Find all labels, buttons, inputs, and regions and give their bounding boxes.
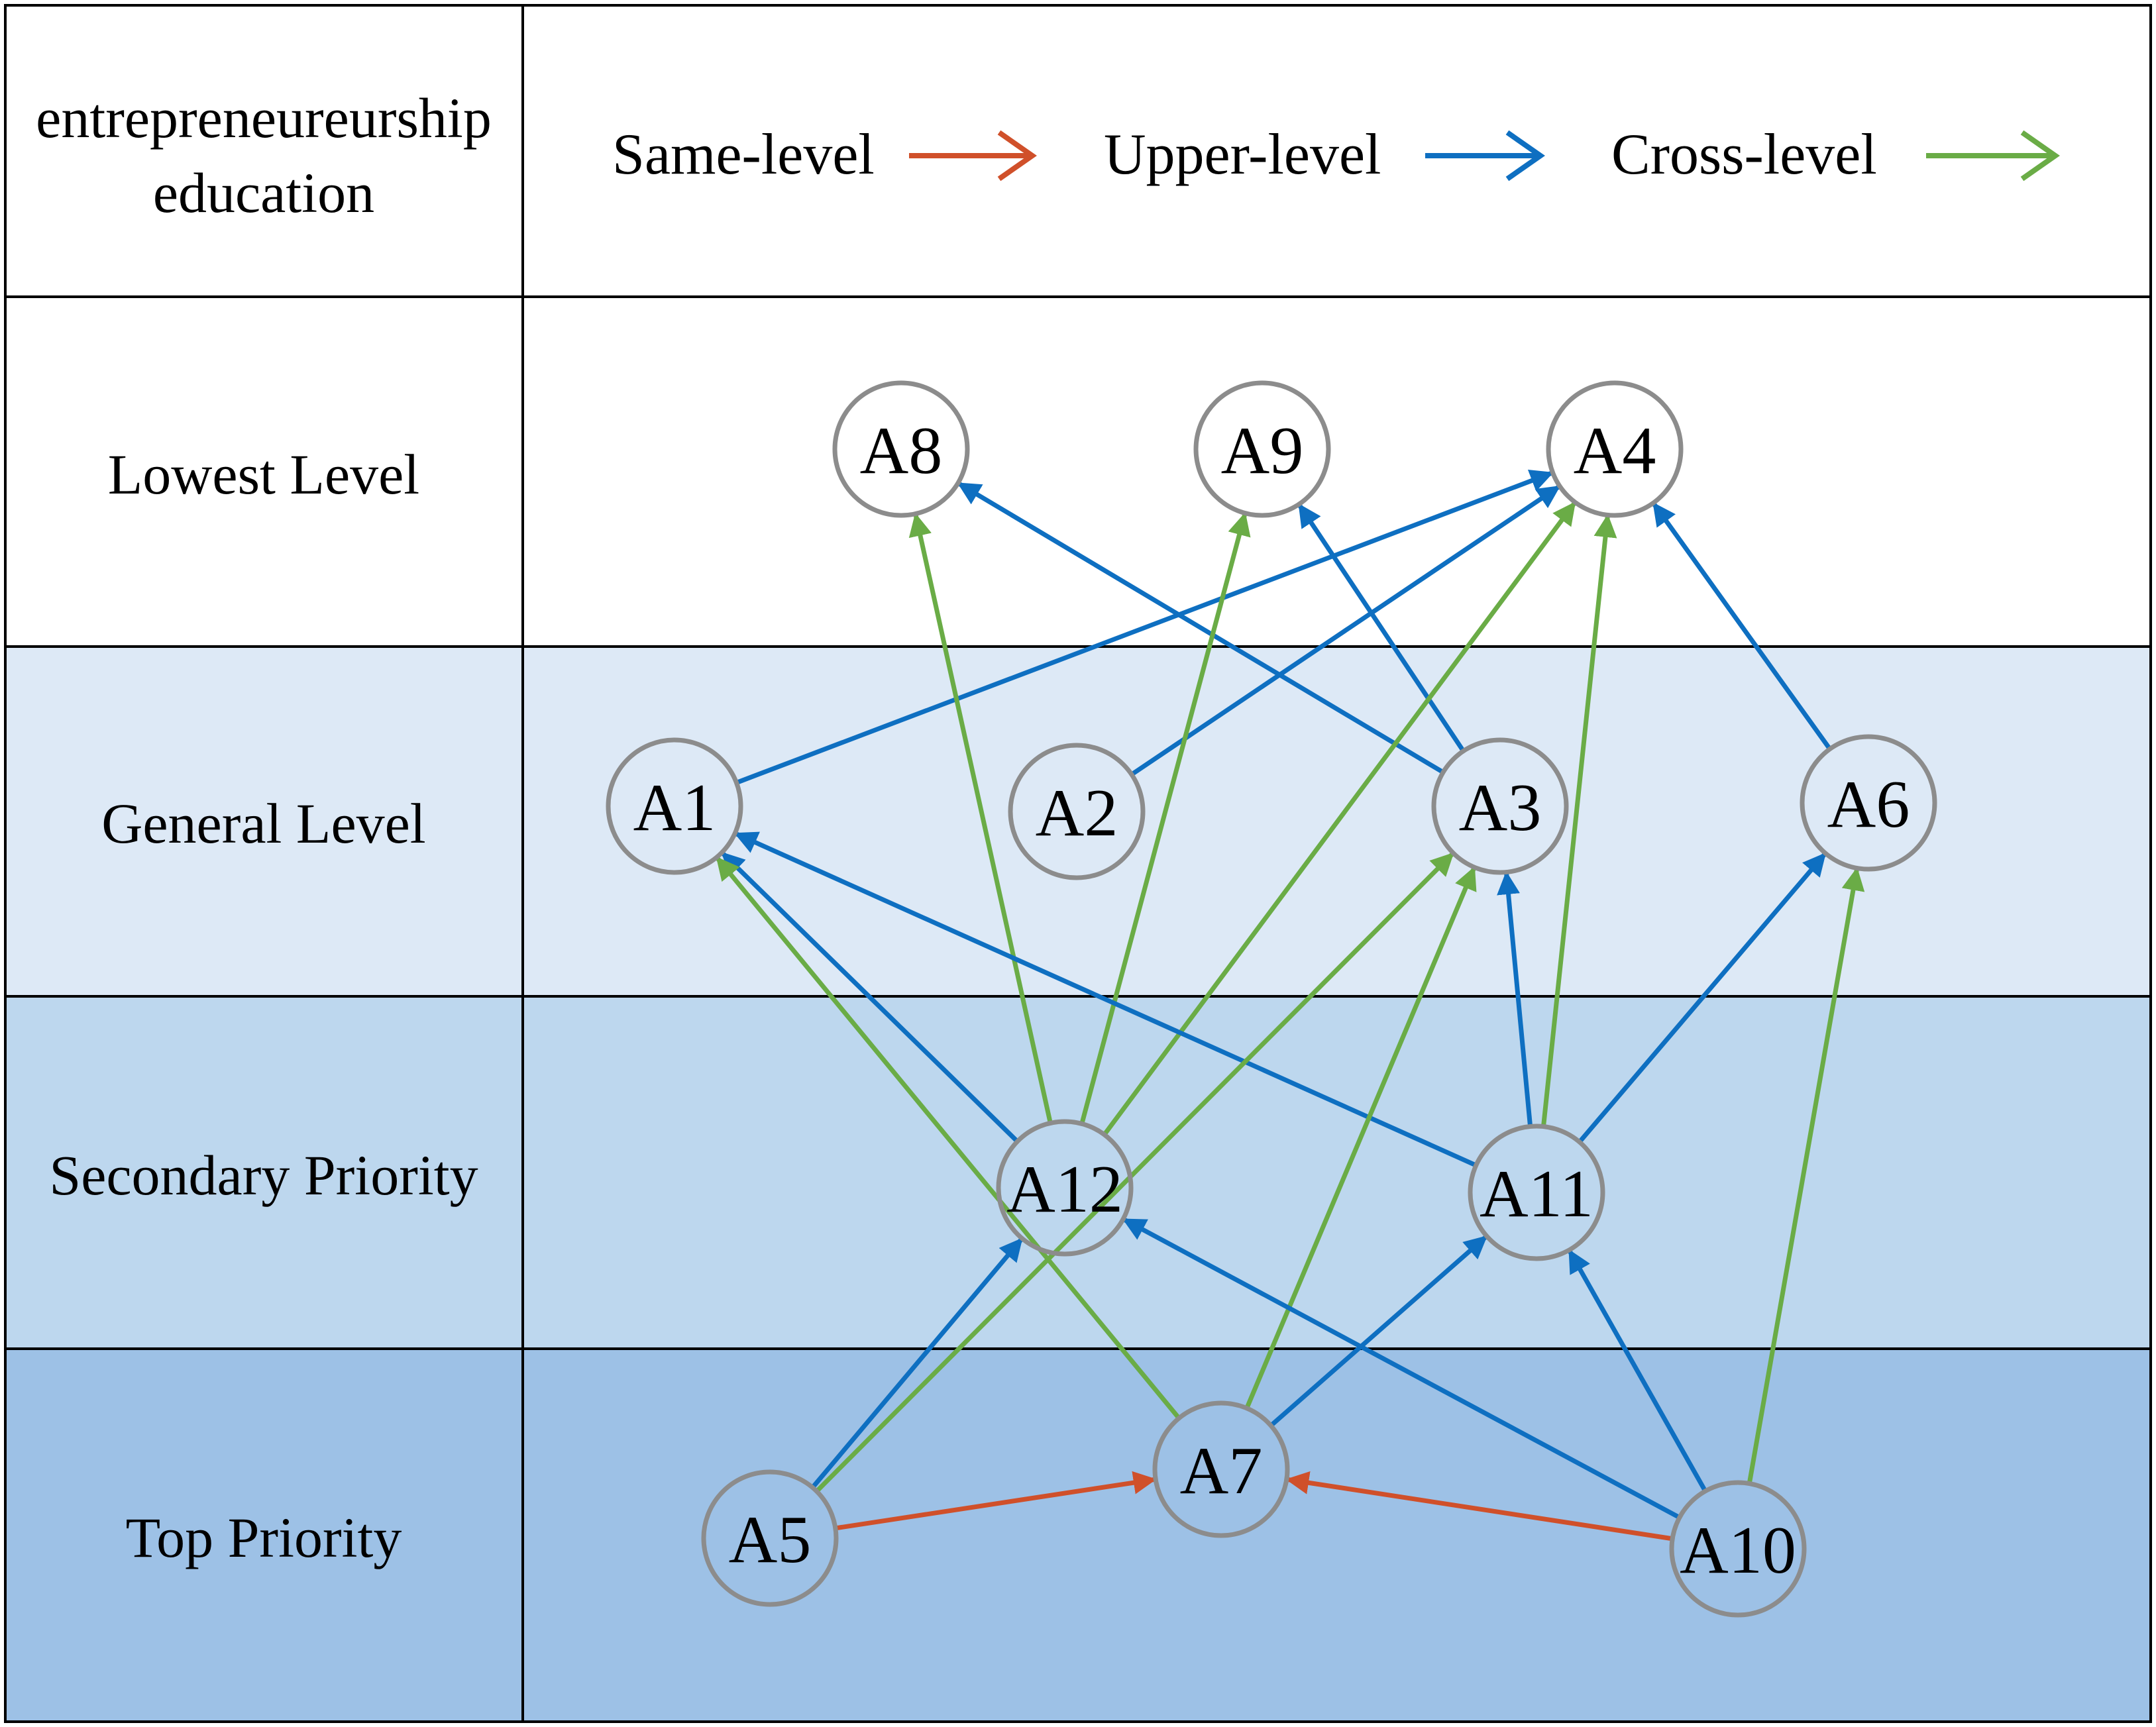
edge-a12-to-a4: [1103, 501, 1576, 1135]
node-a6: A6: [1800, 734, 1937, 872]
level-label-general: General Level: [101, 792, 425, 855]
edge-a11-to-a4: [1541, 513, 1617, 1125]
header-title-line1: entrepreneureurship: [36, 86, 492, 150]
node-circle: [1800, 734, 1937, 872]
header-title-line2: education: [153, 161, 374, 225]
node-a4: A4: [1546, 380, 1684, 518]
node-circle: [832, 380, 970, 518]
node-label: A2: [1036, 776, 1118, 851]
edge-a7-to-a11: [1270, 1235, 1488, 1427]
legend-arrowhead-upper: [1505, 130, 1545, 182]
node-label: A5: [729, 1502, 812, 1577]
node-a3: A3: [1431, 737, 1569, 875]
edge-a2-to-a4: [1131, 485, 1561, 776]
node-circle: [1546, 380, 1684, 518]
node-circle: [1669, 1480, 1807, 1618]
edge-a12-to-a8: [908, 513, 1053, 1123]
edge-a12-to-a9: [1079, 512, 1251, 1124]
legend-label-same: Same-level: [612, 123, 875, 187]
node-a10: A10: [1669, 1480, 1807, 1618]
edge-a5-to-a7: [836, 1471, 1157, 1531]
node-a2: A2: [1008, 743, 1146, 880]
node-circle: [1431, 737, 1569, 875]
level-label-top: Top Priority: [126, 1506, 402, 1569]
edge-a5-to-a12: [812, 1237, 1023, 1489]
node-label: A8: [860, 413, 943, 488]
edge-a6-to-a4: [1652, 502, 1831, 750]
edge-a5-to-a3: [816, 852, 1454, 1492]
edge-a10-to-a11: [1568, 1249, 1707, 1491]
edge-a11-to-a6: [1578, 852, 1827, 1143]
node-circle: [701, 1469, 839, 1607]
edge-a10-to-a12: [1122, 1218, 1680, 1519]
node-circle: [996, 1119, 1134, 1257]
level-labels: Lowest Level General Level Secondary Pri…: [49, 443, 478, 1569]
legend: Same-level Upper-level Cross-level: [612, 123, 2060, 187]
level-label-lowest: Lowest Level: [108, 443, 419, 506]
node-label: A12: [1006, 1152, 1123, 1227]
edge-a12-to-a1: [721, 851, 1018, 1143]
level-row-bands: [5, 297, 2151, 1722]
edge-a11-to-a1: [733, 831, 1476, 1167]
node-circle: [1008, 743, 1146, 880]
node-a5: A5: [701, 1469, 839, 1607]
node-circle: [1152, 1400, 1290, 1538]
edge-a10-to-a6: [1747, 867, 1865, 1483]
level-band-general: [5, 647, 2151, 996]
node-label: A6: [1827, 767, 1910, 842]
legend-arrowhead-same: [997, 130, 1037, 182]
table-border: [4, 4, 2152, 1723]
legend-label-upper: Upper-level: [1104, 123, 1381, 187]
level-band-secondary: [5, 996, 2151, 1349]
node-label: A4: [1574, 413, 1656, 488]
node-circle: [1193, 380, 1331, 518]
edge-a11-to-a3: [1497, 871, 1533, 1125]
node-a11: A11: [1468, 1124, 1605, 1261]
level-label-secondary: Secondary Priority: [49, 1143, 478, 1207]
node-a9: A9: [1193, 380, 1331, 518]
level-band-lowest: [5, 297, 2151, 647]
node-label: A3: [1459, 770, 1542, 845]
edge-a3-to-a8: [957, 482, 1444, 774]
node-a1: A1: [606, 737, 743, 875]
header-cell: entrepreneureurship education: [36, 86, 492, 225]
node-a7: A7: [1152, 1400, 1290, 1538]
node-circle: [1468, 1124, 1605, 1261]
edge-a10-to-a7: [1285, 1471, 1672, 1541]
node-label: A9: [1221, 413, 1304, 488]
edge-a7-to-a3: [1245, 866, 1477, 1408]
node-label: A7: [1180, 1434, 1263, 1508]
node-label: A1: [633, 770, 716, 845]
node-circle: [606, 737, 743, 875]
node-label: A11: [1480, 1157, 1593, 1231]
node-a8: A8: [832, 380, 970, 518]
legend-arrowhead-cross: [2020, 130, 2060, 182]
edge-a1-to-a4: [737, 470, 1554, 785]
level-band-top: [5, 1349, 2151, 1722]
node-label: A10: [1680, 1513, 1796, 1588]
node-a12: A12: [996, 1119, 1134, 1257]
table-grid: [4, 4, 2152, 1723]
edges: [716, 470, 1865, 1541]
legend-label-cross: Cross-level: [1611, 123, 1877, 187]
edge-a7-to-a1: [716, 856, 1180, 1419]
edge-a3-to-a9: [1297, 503, 1465, 752]
